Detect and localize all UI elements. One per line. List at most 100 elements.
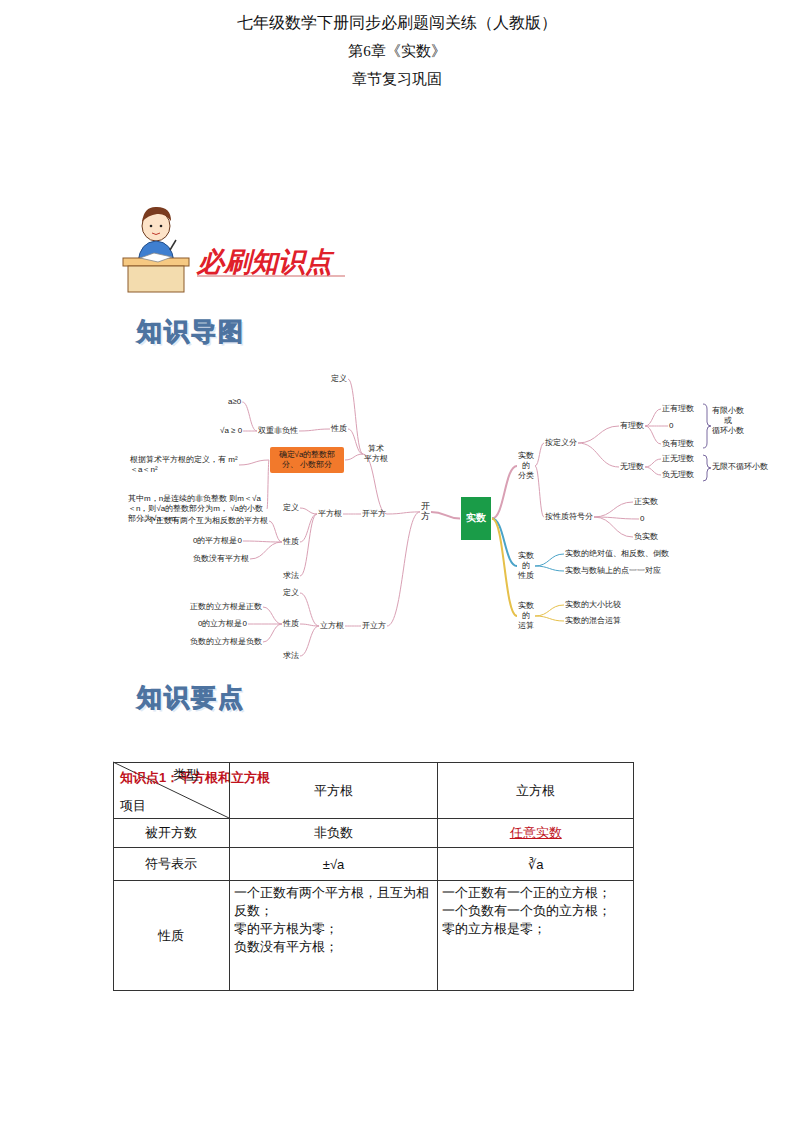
map-connector: [578, 443, 619, 467]
map-connector: [263, 607, 282, 624]
map-topic: √a ≥ 0: [220, 426, 242, 436]
topic-text: 无理数: [620, 462, 644, 471]
topic-text: 性质: [283, 619, 299, 628]
table-cell: 负数没有平方根；: [234, 938, 434, 956]
table-cell: 一个正数有两个平方根，且互为相反数； 零的平方根为零； 负数没有平方根；: [229, 881, 438, 991]
map-connector: [594, 517, 633, 537]
table-cell: ±√a: [229, 848, 438, 881]
table-cell: 立方根: [438, 763, 634, 819]
topic-text: 正数的立方根是正数: [190, 602, 262, 611]
map-topic: 无限不循环小数: [712, 462, 768, 472]
table-cell: 符号表示: [114, 848, 230, 881]
topic-text: 0的平方根是0: [193, 536, 242, 545]
topic-text: 实数 的 运算: [518, 601, 534, 630]
topic-text: a≥0: [228, 397, 241, 406]
table-cell: 任意实数: [438, 819, 634, 848]
label-text: 知识导图: [137, 318, 245, 345]
map-connector: [645, 467, 661, 475]
map-topic: 0: [640, 514, 644, 524]
topic-text: 有限小数 或 循环小数: [712, 406, 744, 435]
map-connector: [535, 443, 544, 466]
map-connector: [300, 626, 319, 656]
label-text: ∛a: [528, 857, 544, 872]
topic-text: 实数的大小比较: [565, 600, 621, 609]
map-connector: [645, 426, 668, 427]
topic-text: 一个正数有两个互为相反数的平方根: [140, 516, 268, 525]
label-text: ±√a: [323, 857, 345, 872]
map-topic: 正实数: [634, 497, 658, 507]
topic-text: √a ≥ 0: [220, 426, 242, 435]
topic-text: 负有理数: [662, 439, 694, 448]
page-title: 七年级数学下册同步必刷题闯关练（人教版）: [0, 13, 794, 34]
map-connector: [387, 512, 420, 626]
topic-text: 按定义分: [545, 438, 577, 447]
map-connector: [387, 512, 420, 514]
map-connector: [300, 514, 317, 542]
map-topic: 负数的立方根是负数: [190, 637, 262, 647]
map-connector: [300, 624, 319, 626]
label-text: 被开方数: [145, 825, 197, 840]
map-topic: 负有理数: [662, 439, 694, 449]
map-connector: [300, 514, 317, 576]
label-text: 知识要点: [137, 684, 245, 711]
map-connector: [363, 454, 387, 514]
map-connector: [269, 521, 282, 542]
map-topic: 0: [669, 421, 673, 431]
table-cell: 零的平方根为零；: [234, 920, 434, 938]
map-connector: [300, 508, 317, 514]
map-connector: [299, 429, 330, 431]
map-topic: 负数没有平方根: [193, 554, 249, 564]
map-topic: 开方: [421, 502, 430, 522]
map-topic: a≥0: [228, 397, 241, 407]
topic-text: 实数 的 分类: [518, 451, 534, 480]
topic-text: 平方根: [318, 509, 342, 518]
title-text: 七年级数学下册同步必刷题闯关练（人教版）: [237, 14, 557, 31]
label-text: 任意实数: [510, 825, 562, 840]
label-text: 章节复习巩固: [352, 71, 442, 87]
label-text: 非负数: [314, 825, 353, 840]
map-connector: [535, 466, 544, 517]
map-connector: [267, 460, 269, 509]
map-topic: 性质: [283, 619, 299, 629]
label-text: 项目: [120, 798, 146, 813]
map-topic: 一个正数有两个互为相反数的平方根: [140, 516, 268, 526]
brace: [703, 455, 711, 481]
chapter-title: 第6章《实数》: [0, 42, 794, 61]
map-topic: 正数的立方根是正数: [190, 602, 262, 612]
map-topic: 无理数: [620, 462, 644, 472]
map-topic: 实数与数轴上的点一一对应: [565, 566, 661, 576]
topic-text: 无限不循环小数: [712, 462, 768, 471]
map-topic: 定义: [283, 588, 299, 598]
knowledge-table: 类型 项目 平方根 立方根 被开方数 非负数 任意实数 符号表示 ±√a ∛a …: [113, 762, 634, 991]
topic-text: 双重非负性: [258, 426, 298, 435]
topic-text: 开平方: [362, 509, 386, 518]
topic-text: 开方: [421, 501, 430, 521]
map-connector: [242, 402, 257, 431]
label-text: 负数没有平方根；: [234, 939, 338, 954]
topic-text: 算术 平方根: [364, 444, 388, 463]
label-text: 符号表示: [145, 856, 197, 871]
table-cell: 平方根: [229, 763, 438, 819]
topic-text: 求法: [283, 651, 299, 660]
table-cell: 一个负数有一个负的立方根；: [442, 902, 629, 920]
label-text: 平方根: [314, 783, 353, 798]
map-connector: [345, 454, 363, 460]
topic-text: 开立方: [362, 621, 386, 630]
table-cell: 性质: [114, 881, 230, 991]
map-connector: [250, 542, 282, 559]
map-connector: [535, 605, 564, 616]
topic-text: 确定√a的整数部分、 小数部分: [279, 450, 336, 469]
label-text: 立方根: [516, 783, 555, 798]
label-text: 类型: [173, 767, 199, 782]
topic-text: 负实数: [634, 532, 658, 541]
topic-text: 正有理数: [662, 404, 694, 413]
map-topic: 双重非负性: [258, 426, 298, 436]
map-topic: 算术 平方根: [364, 444, 388, 464]
map-topic: 开平方: [362, 509, 386, 519]
map-topic: 实数 的 分类: [518, 451, 534, 481]
map-topic: 负无理数: [662, 470, 694, 480]
map-connector: [645, 459, 661, 467]
table-cell: 非负数: [229, 819, 438, 848]
